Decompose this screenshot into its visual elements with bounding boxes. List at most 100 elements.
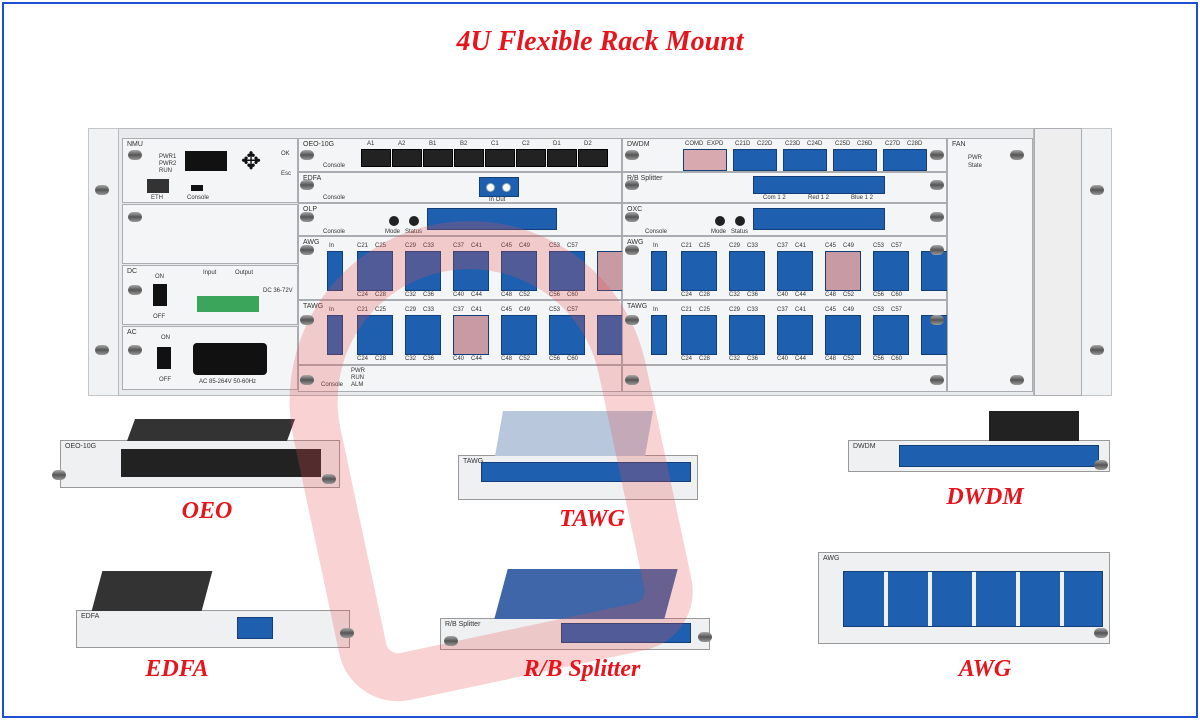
channel-label: C33 (423, 307, 435, 313)
port-label: C26D (857, 141, 873, 147)
mode-label: Mode (711, 229, 727, 235)
olp-module: OLP Console Mode Status (298, 203, 622, 236)
oxc-label: OXC (627, 206, 643, 213)
thumbscrew-icon (322, 474, 336, 484)
channel-label: C53 (873, 243, 885, 249)
fiber-port (733, 149, 777, 171)
port-label: C2 (522, 141, 530, 147)
power-switch[interactable] (153, 284, 167, 306)
status-label: Status (731, 229, 749, 235)
channel-label: C52 (519, 356, 531, 362)
thumbscrew-icon (128, 345, 142, 355)
fiber-port-block (825, 251, 861, 291)
port-label: C22D (757, 141, 773, 147)
fiber-port-block (777, 251, 813, 291)
console-label: Console (645, 229, 668, 235)
status-button[interactable] (409, 216, 419, 226)
sfp-port (361, 149, 391, 167)
thumbscrew-icon (300, 180, 314, 190)
fiber-port-block (549, 251, 585, 291)
caption-tawg: TAWG (559, 506, 625, 532)
thumbscrew-icon (930, 212, 944, 222)
awg-card-photo: AWG (818, 552, 1110, 644)
channel-label: C25 (375, 243, 387, 249)
oeo-card-photo: OEO-10G (60, 419, 340, 488)
fiber-port (883, 149, 927, 171)
thumbscrew-icon (1090, 345, 1104, 355)
mode-button[interactable] (715, 216, 725, 226)
thumbscrew-icon (300, 245, 314, 255)
fiber-port-block (873, 251, 909, 291)
power-switch[interactable] (157, 347, 171, 369)
fiber-port (833, 149, 877, 171)
led-label: PWR1 (159, 154, 177, 160)
off-label: OFF (159, 377, 171, 383)
thumbscrew-icon (95, 185, 109, 195)
olp-label: OLP (303, 206, 318, 213)
ac-label: AC (127, 329, 137, 336)
led-label: ALM (351, 382, 364, 388)
fiber-port-block (729, 315, 765, 355)
console-label: Console (323, 195, 346, 201)
thumbscrew-icon (340, 628, 354, 638)
led-label: PWR2 (159, 161, 177, 167)
port-label: EXPD (707, 141, 724, 147)
mode-button[interactable] (389, 216, 399, 226)
channel-label: C41 (471, 243, 483, 249)
caption-oeo: OEO (181, 498, 233, 524)
port-label: A2 (398, 141, 406, 147)
channel-label: C21 (681, 307, 693, 313)
thumbscrew-icon (128, 150, 142, 160)
thumbscrew-icon (625, 245, 639, 255)
channel-label: C48 (501, 356, 513, 362)
in-port (327, 315, 343, 355)
channel-label: C29 (405, 243, 417, 249)
channel-label: C28 (375, 292, 387, 298)
thumbscrew-icon (930, 245, 944, 255)
status-button[interactable] (735, 216, 745, 226)
fiber-port-strip (561, 623, 691, 643)
fiber-port-strip (899, 445, 1099, 467)
thumbscrew-icon (1010, 375, 1024, 385)
channel-label: C21 (357, 243, 369, 249)
fiber-port (479, 177, 519, 197)
channel-label: C60 (567, 356, 579, 362)
thumbscrew-icon (300, 150, 314, 160)
ac-power-module: AC ON OFF AC 85-264V 50-60Hz (122, 326, 298, 390)
thumbscrew-icon (300, 212, 314, 222)
ac-inlet (193, 343, 267, 375)
fiber-port-block (501, 251, 537, 291)
nav-keypad-icon[interactable]: ✥ (241, 148, 262, 175)
channel-label: C24 (357, 292, 369, 298)
chassis-side (1034, 128, 1082, 396)
panel-label: TAWG (463, 458, 484, 465)
esc-button[interactable]: Esc (281, 171, 292, 177)
channel-label: C29 (729, 307, 741, 313)
fiber-port-block (681, 315, 717, 355)
channel-label: C53 (549, 307, 561, 313)
channel-label: C32 (405, 292, 417, 298)
fiber-port-block (405, 251, 441, 291)
console-label: Console (323, 229, 346, 235)
thumbscrew-icon (1010, 150, 1024, 160)
oxc-module: OXC Console Mode Status (622, 203, 947, 236)
thumbscrew-icon (625, 212, 639, 222)
thumbscrew-icon (930, 150, 944, 160)
fiber-port-block (357, 315, 393, 355)
fiber-port (237, 617, 273, 639)
ok-button[interactable]: OK (281, 151, 290, 157)
awg-label: AWG (303, 239, 320, 246)
dc-label: DC (127, 268, 138, 275)
fiber-port-strip (427, 208, 557, 230)
thumbscrew-icon (300, 375, 314, 385)
channel-label: C49 (843, 243, 855, 249)
channel-label: C56 (549, 356, 561, 362)
channel-label: C40 (777, 356, 789, 362)
awg-label: AWG (627, 239, 644, 246)
fiber-port-block (501, 315, 537, 355)
in-port (651, 251, 667, 291)
terminal-block (197, 296, 259, 312)
